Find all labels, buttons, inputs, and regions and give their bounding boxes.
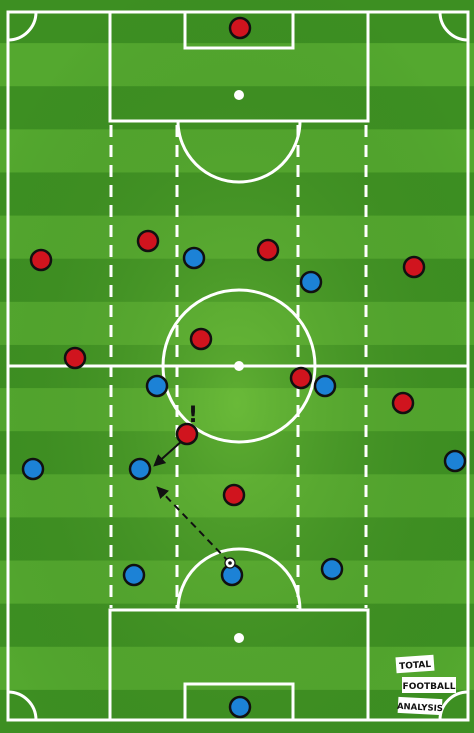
logo-badge-2 [402, 677, 456, 693]
alert-mark: ! [188, 403, 198, 428]
logo-line-2: FOOTBALL [403, 682, 456, 692]
blue-goalkeeper-marker [228, 695, 252, 719]
corner-arc-bottom-right [438, 690, 469, 721]
centre-spot [234, 361, 244, 371]
pitch-markings [6, 10, 470, 722]
pitch-spots [234, 90, 244, 643]
blue-player-marker [21, 457, 45, 481]
total-football-analysis-logo: TOTAL FOOTBALL ANALYSIS [395, 654, 456, 716]
red-team [29, 16, 426, 507]
bottom-penalty-arc [176, 547, 302, 611]
blue-player-marker [182, 246, 206, 270]
red-goalkeeper-marker [228, 16, 252, 40]
bottom-goal-area [183, 682, 295, 722]
logo-line-3: ANALYSIS [397, 702, 443, 714]
blue-player-marker [299, 270, 323, 294]
red-player-marker [175, 422, 199, 446]
red-player-marker [136, 229, 160, 253]
ball-icon [224, 557, 236, 569]
red-player-marker [29, 248, 53, 272]
red-player-marker [222, 483, 246, 507]
red-player-marker [289, 366, 313, 390]
top-penalty-arc [176, 120, 302, 184]
channel-lines [109, 125, 368, 608]
logo-badge-1 [395, 654, 435, 674]
bottom-penalty-spot [234, 633, 244, 643]
centre-circle [161, 288, 317, 444]
logo-line-1: TOTAL [399, 660, 432, 672]
red-player-marker [402, 255, 426, 279]
corner-arc-top-left [7, 11, 38, 42]
blue-player-marker [313, 374, 337, 398]
pass-arrow [156, 486, 230, 563]
corner-arc-bottom-left [7, 690, 38, 721]
blue-team [21, 246, 467, 719]
blue-player-marker [145, 374, 169, 398]
blue-player-marker [443, 449, 467, 473]
red-player-marker [63, 346, 87, 370]
top-penalty-spot [234, 90, 244, 100]
red-player-marker [189, 327, 213, 351]
blue-player-marker [320, 557, 344, 581]
blue-player-marker [128, 457, 152, 481]
press-arrow [153, 439, 184, 467]
blue-player-marker [122, 563, 146, 587]
corner-arc-top-right [438, 11, 469, 42]
top-goal-area [183, 10, 295, 50]
red-player-marker [256, 238, 280, 262]
red-player-marker [391, 391, 415, 415]
logo-badge-3 [397, 696, 443, 716]
